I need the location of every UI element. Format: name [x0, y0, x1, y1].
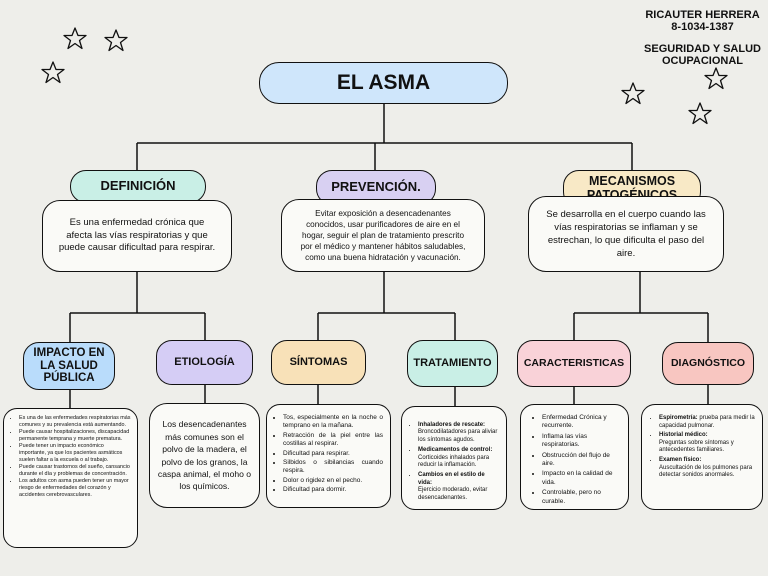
list-item: Puede causar hospitalizaciones, discapac…: [19, 429, 131, 442]
star-icon: [688, 102, 712, 125]
diagnostico-details: Espirometría: prueba para medir la capac…: [641, 404, 763, 510]
list-item: Es una de las enfermedades respiratorias…: [19, 415, 131, 428]
etiologia-text: Los desencadenantes más comunes son el p…: [149, 403, 260, 508]
list-item: Dificultad para dormir.: [283, 486, 383, 494]
list-item: Espirometría: prueba para medir la capac…: [659, 415, 756, 430]
list-item: Impacto en la calidad de vida.: [542, 470, 622, 487]
tratamiento-details: Inhaladores de rescate: Broncodilatadore…: [401, 406, 507, 510]
list-item: Historial médico: Preguntas sobre síntom…: [659, 432, 756, 455]
caracteristicas-details: Enfermedad Crónica y recurrente. Inflama…: [520, 404, 629, 510]
subtopic-impacto-label: IMPACTO EN LA SALUD PÚBLICA: [23, 342, 115, 390]
author-name: RICAUTER HERRERA: [645, 9, 760, 21]
list-item: Enfermedad Crónica y recurrente.: [542, 414, 622, 431]
item-text: Corticoides inhalados para reducir la in…: [418, 454, 490, 469]
list-item: Dificultad para respirar.: [283, 450, 383, 458]
impacto-line1: IMPACTO EN: [33, 347, 105, 360]
branch-definicion-label: DEFINICIÓN: [70, 170, 206, 203]
item-title: Inhaladores de rescate:: [418, 422, 486, 428]
mecanismos-text: Se desarrolla en el cuerpo cuando las ví…: [528, 196, 724, 272]
subtopic-caracteristicas-label: CARACTERISTICAS: [517, 340, 631, 387]
item-text: Broncodilatadores para aliviar los sínto…: [418, 429, 498, 443]
item-title: Historial médico:: [659, 432, 708, 439]
list-item: Examen físico: Auscultación de los pulmo…: [659, 457, 756, 480]
star-icon: [63, 27, 87, 50]
star-icon: [104, 29, 128, 52]
item-title: Espirometría:: [659, 415, 698, 421]
author-id: 8-1034-1387: [671, 21, 734, 33]
item-text: Auscultación de los pulmones para detect…: [659, 464, 753, 479]
impacto-line3: PÚBLICA: [43, 372, 95, 385]
subtopic-diagnostico-label: DIAGNÓSTICO: [662, 342, 754, 385]
author-header: RICAUTER HERRERA 8-1034-1387 SEGURIDAD Y…: [640, 9, 765, 67]
star-icon: [704, 67, 728, 90]
list-item: Controlable, pero no curable.: [542, 489, 622, 506]
list-item: Los adultos con asma pueden tener un may…: [19, 478, 131, 498]
list-item: Medicamentos de control: Corticoides inh…: [418, 447, 500, 469]
subtopic-sintomas-label: SÍNTOMAS: [271, 340, 366, 385]
course-line1: SEGURIDAD Y SALUD: [644, 43, 761, 55]
course-line2: OCUPACIONAL: [661, 55, 744, 67]
list-item: Puede tener un impacto económico importa…: [19, 443, 131, 463]
item-text: prueba para medir la capacidad pulmonar.: [659, 415, 755, 429]
list-item: Inhaladores de rescate: Broncodilatadore…: [418, 422, 500, 444]
impacto-details: Es una de las enfermedades respiratorias…: [3, 408, 138, 548]
definicion-text: Es una enfermedad crónica que afecta las…: [42, 200, 232, 272]
star-icon: [41, 61, 65, 84]
list-item: Retracción de la piel entre las costilla…: [283, 432, 383, 449]
list-item: Cambios en el estilo de vida: Ejercicio …: [418, 472, 500, 502]
list-item: Obstrucción del flujo de aire.: [542, 452, 622, 469]
item-text: Ejercicio moderado, evitar desencadenant…: [418, 487, 488, 501]
list-item: Silbidos o sibilancias cuando respira.: [283, 459, 383, 476]
mecanismos-line1: MECANISMOS: [588, 174, 676, 189]
item-title: Cambios en el estilo de vida:: [418, 472, 485, 486]
list-item: Puede causar trastornos del sueño, cansa…: [19, 464, 131, 477]
main-title: EL ASMA: [259, 62, 508, 104]
sintomas-details: Tos, especialmente en la noche o tempran…: [266, 404, 391, 508]
subtopic-tratamiento-label: TRATAMIENTO: [407, 340, 498, 387]
item-text: Preguntas sobre síntomas y antecedentes …: [659, 439, 734, 454]
item-title: Medicamentos de control:: [418, 447, 493, 454]
list-item: Inflama las vías respiratorias.: [542, 433, 622, 450]
star-icon: [621, 82, 645, 105]
subtopic-etiologia-label: ETIOLOGÍA: [156, 340, 253, 385]
list-item: Tos, especialmente en la noche o tempran…: [283, 414, 383, 431]
prevencion-text: Evitar exposición a desencadenantes cono…: [281, 199, 485, 272]
item-title: Examen físico:: [659, 456, 702, 463]
list-item: Dolor o rigidez en el pecho.: [283, 477, 383, 485]
impacto-line2: LA SALUD: [40, 359, 98, 372]
